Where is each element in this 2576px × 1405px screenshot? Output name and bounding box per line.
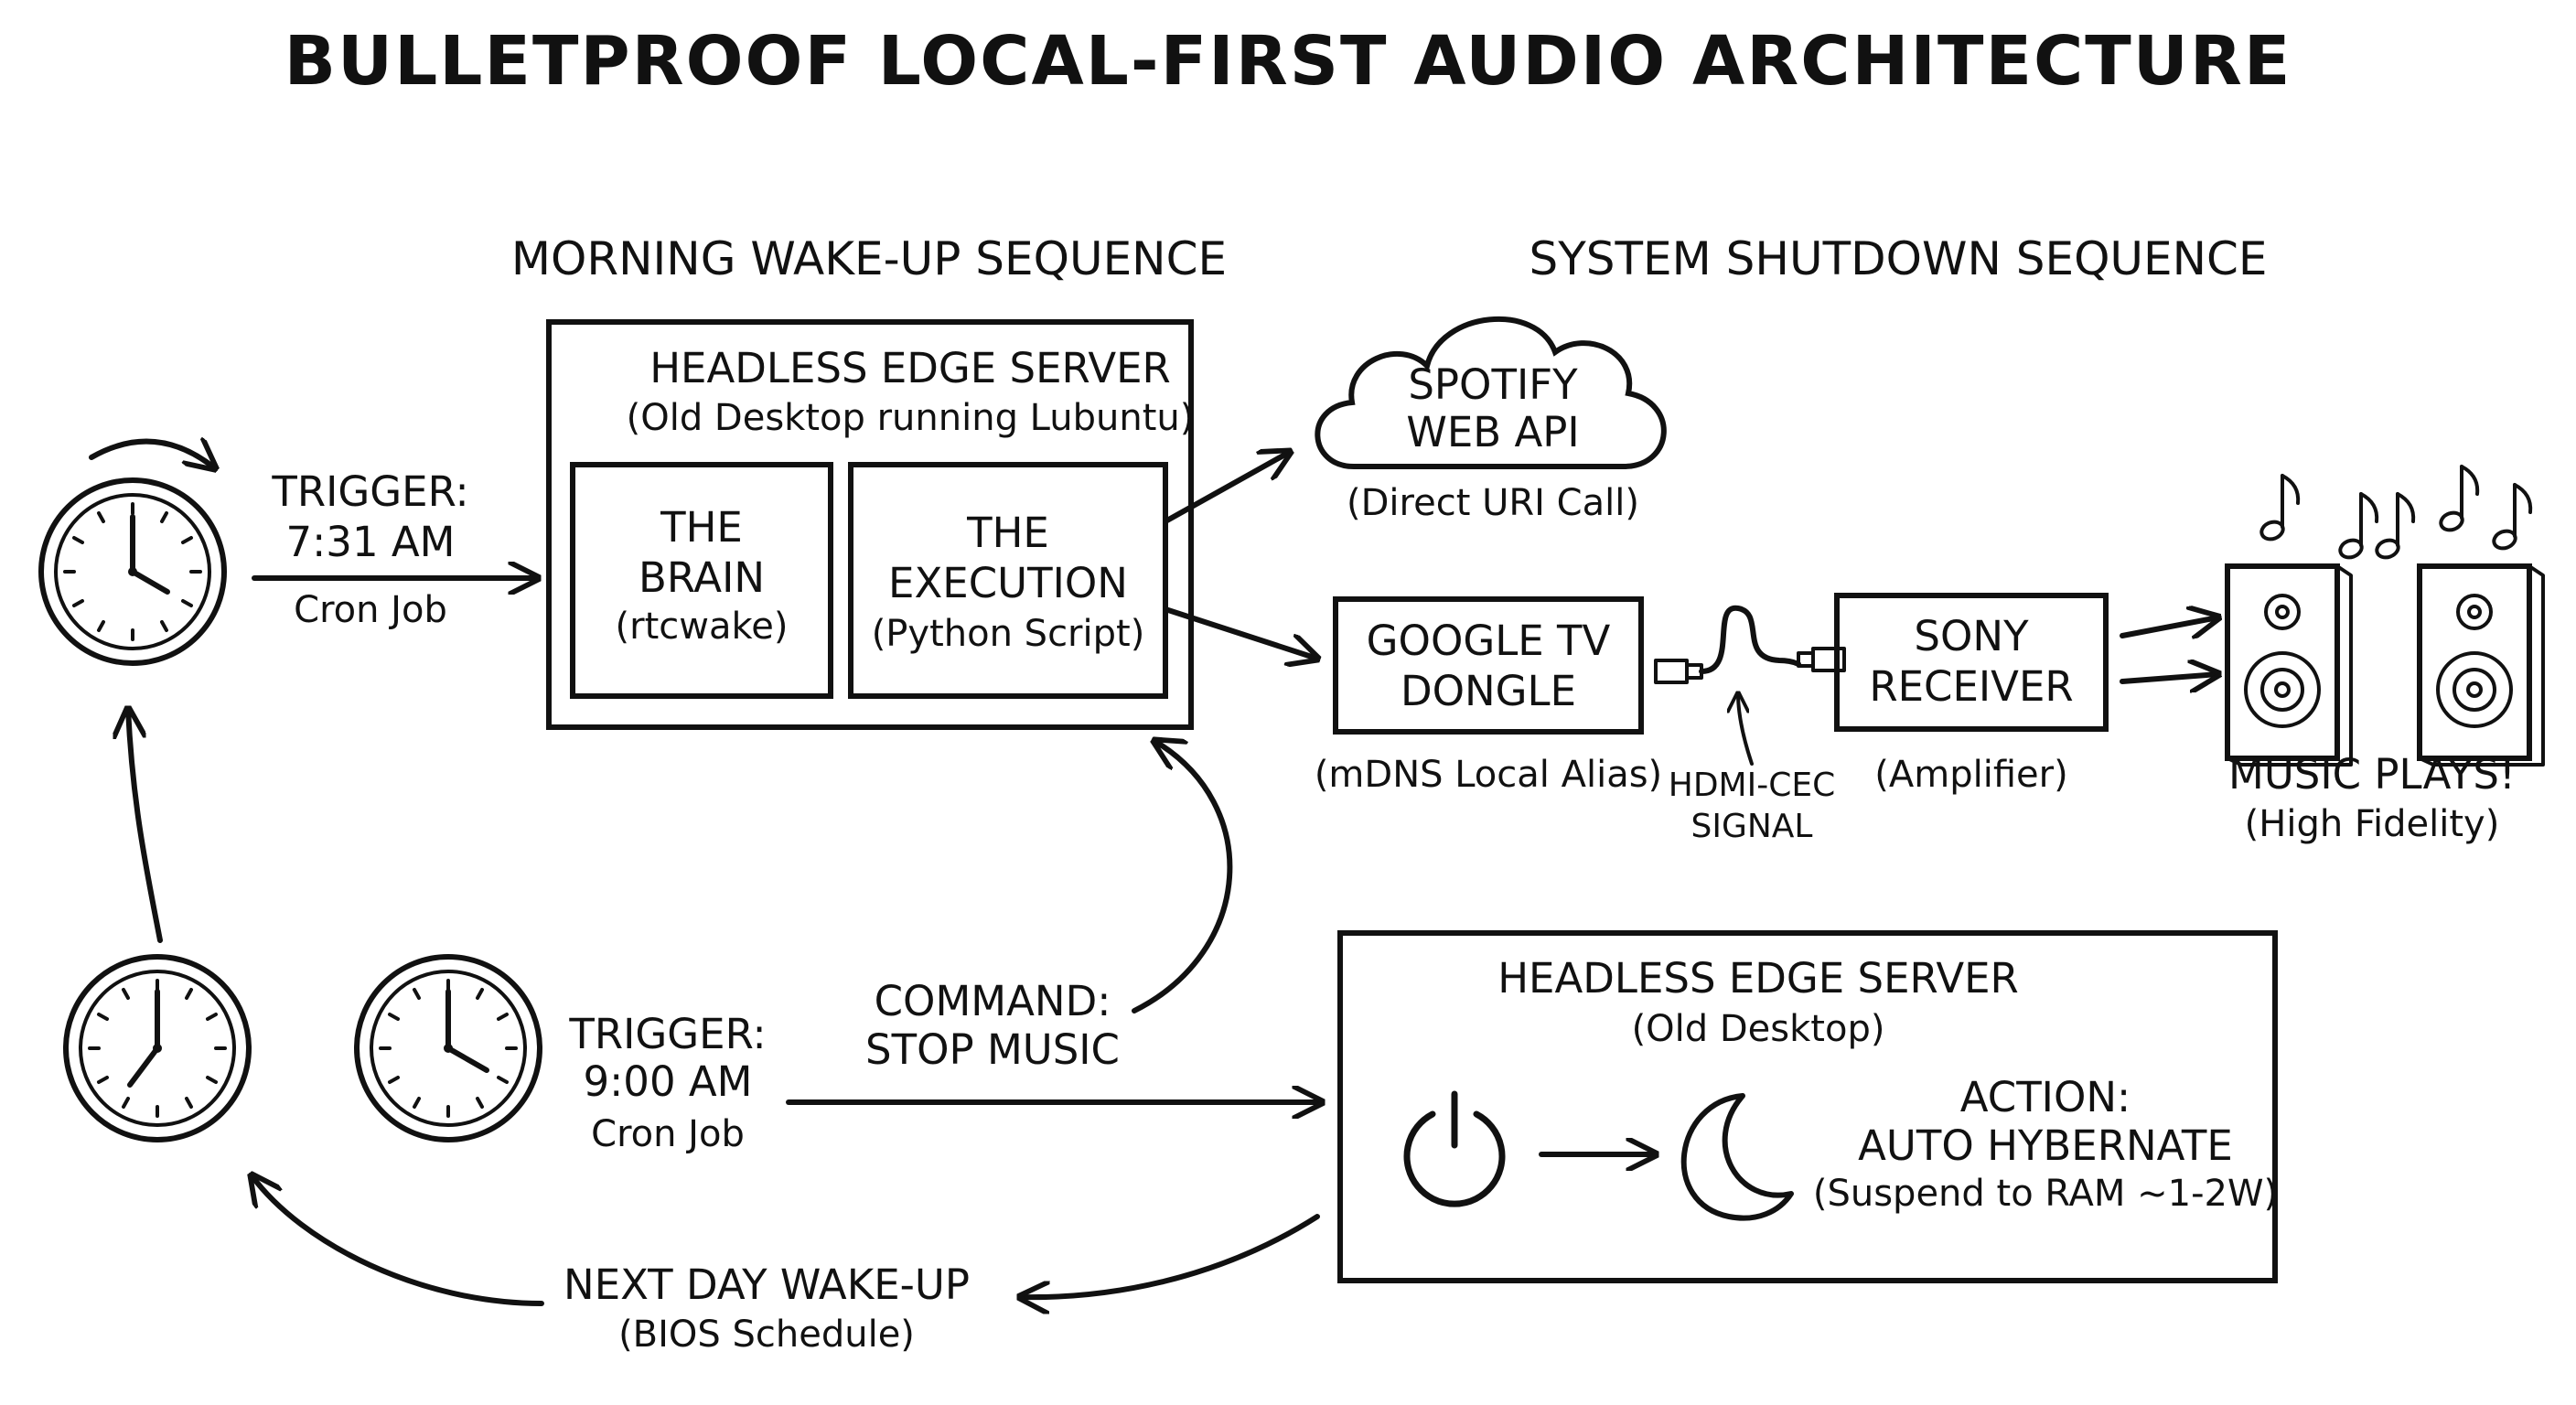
command-line2: STOP MUSIC [865, 1025, 1120, 1074]
music-note-icon [2257, 474, 2301, 544]
action-line2: AUTO HYBERNATE [1858, 1121, 2233, 1170]
hdmi-label-line2: SIGNAL [1691, 808, 1813, 845]
arrow-receiver-to-speaker-upper [2120, 617, 2218, 636]
execution-line3: (Python Script) [872, 613, 1145, 655]
command-line1: COMMAND: [875, 977, 1111, 1025]
spotify-caption: (Direct URI Call) [1347, 482, 1639, 524]
google-tv-line2: DONGLE [1401, 667, 1576, 715]
arrow-next-day-to-clock [252, 1175, 544, 1306]
headless-server-title: HEADLESS EDGE SERVER [649, 344, 1171, 392]
arrow-command-to-server [1132, 741, 1233, 1014]
hdmi-cable-icon [1654, 605, 1846, 684]
music-note-icon [2489, 483, 2533, 553]
sony-receiver-line1: SONY [1914, 612, 2029, 660]
morning-trigger-label: TRIGGER: 7:31 AM Cron Job [271, 467, 468, 631]
arrow-server-to-next-day [1020, 1214, 1320, 1297]
brain-line1: THE [660, 503, 743, 552]
speaker-icon [2227, 566, 2351, 765]
brain-line3: (rtcwake) [616, 606, 789, 648]
sony-receiver-line2: RECEIVER [1869, 662, 2073, 711]
music-plays-line2: (High Fidelity) [2245, 803, 2500, 845]
action-line1: ACTION: [1960, 1073, 2131, 1121]
brain-box [570, 462, 833, 699]
arrow-clock-loop-up [128, 709, 163, 943]
execution-line2: EXECUTION [888, 559, 1128, 607]
speaker-icon [2420, 566, 2543, 765]
shutdown-server-box [1337, 930, 2278, 1283]
shutdown-trigger-time: 9:00 AM [584, 1057, 753, 1106]
headless-server-box [546, 319, 1194, 730]
clock-icon [357, 957, 540, 1140]
wakeup-section-heading: MORNING WAKE-UP SEQUENCE [511, 232, 1227, 285]
morning-trigger-line1: TRIGGER: [271, 467, 468, 516]
music-plays-line1: MUSIC PLAYS! [2228, 750, 2516, 799]
headless-server-subtitle: (Old Desktop running Lubuntu) [627, 397, 1195, 439]
power-icon [1403, 1090, 1506, 1207]
action-line3: (Suspend to RAM ~1-2W) [1813, 1173, 2278, 1215]
google-tv-caption: (mDNS Local Alias) [1315, 754, 1662, 796]
shutdown-trigger-cron: Cron Job [591, 1113, 745, 1155]
google-tv-box [1333, 596, 1644, 735]
shutdown-server-subtitle: (Old Desktop) [1632, 1008, 1885, 1050]
clock-rotate-arrow-icon [89, 442, 215, 468]
music-note-icon [2372, 492, 2416, 563]
clock-icon [41, 480, 224, 663]
next-day-line2: (BIOS Schedule) [618, 1314, 915, 1356]
arrow-execution-to-google-tv [1163, 606, 1317, 659]
morning-trigger-time: 7:31 AM [286, 518, 456, 566]
next-day-line1: NEXT DAY WAKE-UP [564, 1260, 970, 1309]
music-note-icon [2335, 492, 2379, 563]
clock-icon [66, 957, 249, 1140]
sony-receiver-caption: (Amplifier) [1874, 754, 2067, 796]
shutdown-trigger-line1: TRIGGER: [568, 1010, 766, 1058]
arrow-execution-to-spotify [1163, 452, 1290, 524]
diagram-title: BULLETPROOF LOCAL-FIRST AUDIO ARCHITECTU… [284, 22, 2292, 101]
morning-trigger-cron: Cron Job [294, 589, 447, 631]
hdmi-pointer-arrow [1738, 693, 1754, 766]
cloud-icon [1315, 316, 1667, 469]
shutdown-server-title: HEADLESS EDGE SERVER [1497, 954, 2019, 1003]
google-tv-line1: GOOGLE TV [1367, 617, 1611, 665]
spotify-line1: SPOTIFY [1408, 360, 1578, 409]
shutdown-section-heading: SYSTEM SHUTDOWN SEQUENCE [1529, 232, 2267, 285]
moon-icon [1680, 1093, 1794, 1221]
hdmi-label-line1: HDMI-CEC [1669, 767, 1835, 804]
arrow-receiver-to-speaker-lower [2120, 674, 2218, 681]
music-note-icon [2436, 465, 2480, 535]
execution-line1: THE [966, 509, 1049, 557]
sony-receiver-box [1834, 593, 2109, 732]
spotify-line2: WEB API [1406, 408, 1579, 456]
execution-box [848, 462, 1168, 699]
brain-line2: BRAIN [639, 553, 765, 602]
